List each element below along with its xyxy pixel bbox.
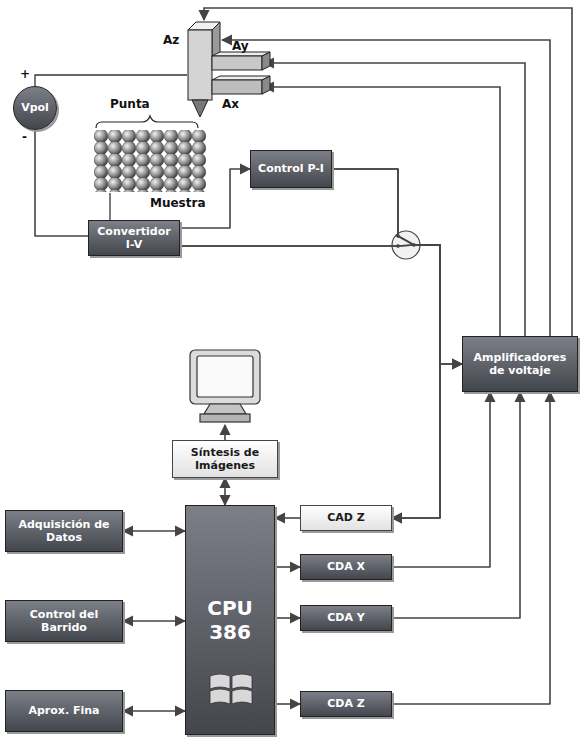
voltage-source: Vpol [13,86,57,130]
connector [392,392,550,704]
converter-box: CDA Z [300,691,392,717]
box-label: Control P-I [258,162,324,175]
connector [180,245,462,364]
connector [275,703,300,705]
axis-label: Ay [232,40,249,53]
box-label: CDA X [327,560,365,573]
display-arrow [224,425,226,440]
box-label: Adquisición de Datos [12,518,116,544]
polarity-sign: + [20,68,30,81]
connector [392,392,490,567]
box-label: CDA Z [327,697,365,710]
controller-box: Control P-I [250,150,332,188]
connector [392,392,520,618]
connector [123,710,185,712]
connector [332,169,440,518]
part-label: Punta [110,98,150,111]
box-label: CDA Y [327,611,365,624]
converter-box: CAD Z [300,505,392,531]
box-label: CAD Z [327,511,365,524]
module-box: Adquisición de Datos [5,510,123,552]
converter-box: CDA X [300,554,392,580]
module-box: Control del Barrido [5,600,123,642]
piezo-wires [204,8,572,336]
axis-label: Az [163,34,179,47]
box-label: Vpol [21,101,49,114]
sample-atoms [94,130,206,192]
box-label: CPU 386 [192,596,268,644]
connector [123,620,185,622]
amplifier-box: Amplificadores de voltaje [462,336,578,392]
box-label: Amplificadores de voltaje [469,351,571,377]
box-label: Síntesis de Imágenes [179,446,271,472]
box-label: Aprox. Fina [28,704,99,717]
tip-brace [96,116,198,128]
polarity-sign: - [22,131,27,144]
connector [275,617,300,619]
part-label: Muestra [150,197,206,210]
connector [275,517,300,519]
monitor-icon [190,350,260,422]
box-label: Control del Barrido [12,608,116,634]
connector [35,130,88,236]
piezo-scanner [188,22,270,117]
axis-label: Ax [222,98,239,111]
connector [224,478,226,505]
converter-box: CDA Y [300,605,392,631]
windows-logo [208,670,254,710]
connector [332,169,462,364]
connector [275,566,300,568]
module-box: Aprox. Fina [5,690,123,732]
connector [123,530,185,532]
cpu-box: CPU 386 [185,505,275,735]
box-label: Convertidor I-V [95,225,173,251]
converter-box: Convertidor I-V [88,220,180,256]
synthesis-box: Síntesis de Imágenes [172,440,278,478]
